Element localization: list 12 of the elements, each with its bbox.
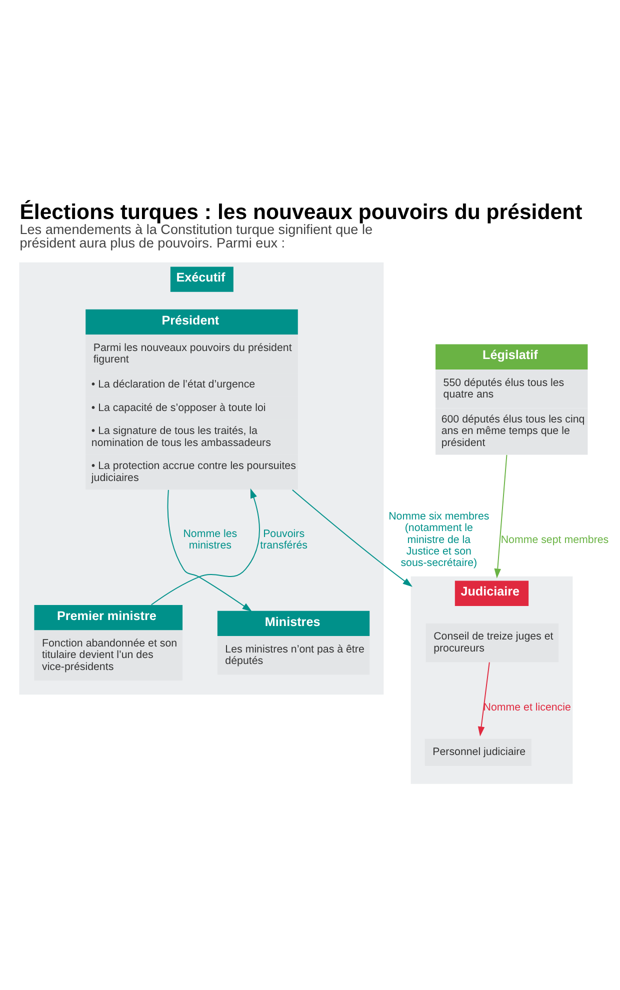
edge-label: Nomme les ministres	[183, 528, 238, 552]
arrow	[478, 662, 490, 736]
arrow	[150, 488, 260, 606]
arrow	[494, 454, 508, 578]
edge-label: Nomme et licencie	[483, 701, 571, 714]
node-box: Conseil de treize juges et procureurs	[426, 623, 559, 662]
arrow	[292, 489, 412, 587]
edge-label: Pouvoirs transférés	[260, 528, 308, 552]
arrow	[167, 489, 252, 612]
edge-label: Nomme six membres (notamment le ministre de la Justice et son sous-secrétaire)	[388, 510, 490, 570]
diagram-title: Élections turques : les nouveaux pouvoirs du président	[20, 200, 582, 224]
edge-label: Nomme sept membres	[500, 534, 609, 546]
